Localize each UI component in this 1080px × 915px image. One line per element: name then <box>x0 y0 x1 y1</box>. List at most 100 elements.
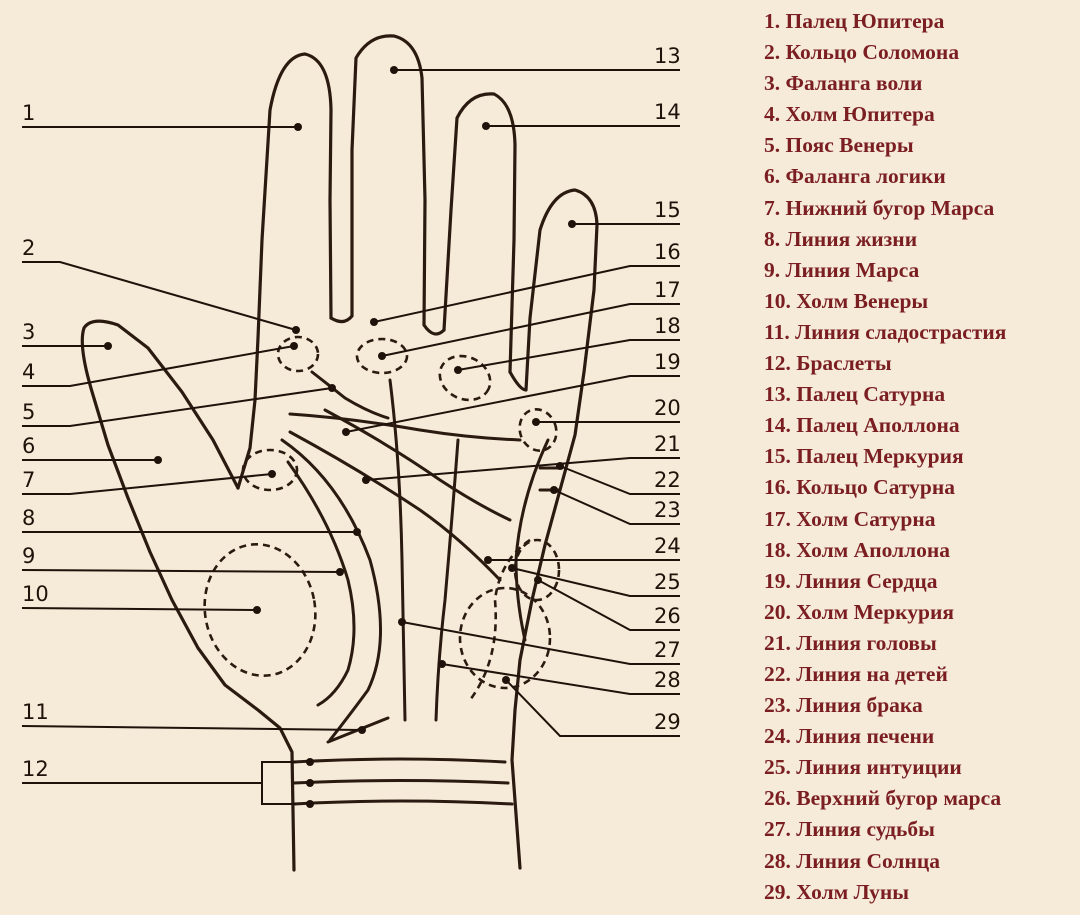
leader-9 <box>21 569 341 573</box>
heart-line <box>288 412 522 442</box>
legend-item: 1. Палец Юпитера <box>764 9 945 33</box>
mount-of-jupiter <box>276 335 320 373</box>
legend-item: 5. Пояс Венеры <box>764 133 914 158</box>
dot-28 <box>438 660 446 668</box>
callout-25: 25 <box>654 570 681 594</box>
intuition-line <box>514 438 550 642</box>
dot-14 <box>482 122 490 130</box>
legend-item: 21. Линия головы <box>764 630 937 655</box>
callout-3: 3 <box>22 320 35 344</box>
callout-13: 13 <box>654 44 681 68</box>
callout-2: 2 <box>22 236 35 260</box>
legend-item: 20. Холм Меркурия <box>764 599 954 624</box>
dot-22 <box>556 462 564 470</box>
dot-4 <box>290 342 298 350</box>
dot-9 <box>336 568 344 576</box>
dot-17 <box>378 352 386 360</box>
head-line <box>288 430 502 582</box>
legend-item: 10. Холм Венеры <box>764 288 929 313</box>
mount-of-mercury <box>518 408 558 452</box>
callout-26: 26 <box>654 604 681 628</box>
dot-1 <box>294 123 302 131</box>
callout-28: 28 <box>654 668 681 692</box>
legend-item: 27. Линия судьбы <box>764 817 935 842</box>
dot-20 <box>532 418 540 426</box>
callout-27: 27 <box>654 638 681 662</box>
dot-8 <box>353 528 361 536</box>
leader-11 <box>21 725 363 731</box>
dot-27 <box>398 618 406 626</box>
leader-25 <box>511 567 680 597</box>
legend-item: 29. Холм Луны <box>764 879 910 904</box>
legend-item: 7. Нижний бугор Марса <box>764 195 995 220</box>
dot-19 <box>342 428 350 436</box>
callout-11: 11 <box>22 700 49 724</box>
hand-outline <box>80 34 599 872</box>
little-finger-outline <box>508 188 599 870</box>
callout-4: 4 <box>22 360 35 384</box>
callout-20: 20 <box>654 396 681 420</box>
leader-4 <box>22 345 295 387</box>
legend-item: 9. Линия Марса <box>764 257 920 282</box>
callout-17: 17 <box>654 278 681 302</box>
callout-24: 24 <box>654 534 681 558</box>
leader-18 <box>457 339 680 371</box>
callout-19: 19 <box>654 350 681 374</box>
palm-diagram: 1 2 3 4 5 6 7 8 9 10 11 12 13 14 15 16 1… <box>21 34 681 872</box>
callout-5: 5 <box>22 400 35 424</box>
leader-5 <box>22 387 333 427</box>
leader-2 <box>22 261 297 331</box>
dot-12a <box>306 758 314 766</box>
dot-24 <box>484 556 492 564</box>
leader-19 <box>345 375 680 433</box>
ring-finger-outline <box>442 92 517 374</box>
dot-26 <box>534 576 542 584</box>
leader-10 <box>21 607 258 611</box>
leader-29 <box>505 679 680 737</box>
legend-item: 8. Линия жизни <box>764 226 918 251</box>
leader-21 <box>365 457 680 481</box>
legend-item: 12. Браслеты <box>764 351 892 376</box>
mount-of-apollo <box>438 354 492 402</box>
leader-26 <box>537 579 680 631</box>
upper-mars-mount <box>513 538 561 602</box>
callout-6: 6 <box>22 434 35 458</box>
girdle-of-venus <box>310 370 390 420</box>
dot-5 <box>328 384 336 392</box>
callout-7: 7 <box>22 468 35 492</box>
dot-18 <box>454 366 462 374</box>
dot-25 <box>508 564 516 572</box>
leader-28 <box>441 663 680 695</box>
legend-item: 18. Холм Аполлона <box>764 537 951 562</box>
legend-item: 23. Линия брака <box>764 693 923 718</box>
dot-2 <box>292 326 300 334</box>
dot-12b <box>306 779 314 787</box>
dot-21 <box>362 476 370 484</box>
leader-17 <box>381 303 680 357</box>
callout-29: 29 <box>654 710 681 734</box>
leader-23 <box>553 489 680 525</box>
legend-item: 4. Холм Юпитера <box>764 102 935 127</box>
index-finger-outline <box>236 52 333 490</box>
dot-12c <box>306 800 314 808</box>
legend-item: 17. Холм Сатурна <box>764 506 936 531</box>
dot-6 <box>154 456 162 464</box>
bracelet-1 <box>292 757 507 764</box>
dot-11 <box>358 726 366 734</box>
lower-mars-mount <box>241 448 299 492</box>
legend-item: 6. Фаланга логики <box>764 164 946 189</box>
legend-item: 11. Линия сладострастия <box>764 319 1007 344</box>
callout-8: 8 <box>22 506 35 530</box>
mount-of-venus <box>203 543 317 677</box>
leader-16 <box>373 265 680 323</box>
legend-item: 2. Кольцо Соломона <box>764 40 960 65</box>
legend-item: 28. Линия Солнца <box>764 848 941 873</box>
legend-item: 13. Палец Сатурна <box>764 382 946 407</box>
legend-item: 3. Фаланга воли <box>764 71 923 96</box>
liver-line <box>468 538 531 701</box>
legend-item: 25. Линия интуиции <box>764 755 962 780</box>
mounts <box>203 335 561 690</box>
legend-item: 15. Палец Меркурия <box>764 444 964 469</box>
leader-22 <box>559 465 680 495</box>
legend-item: 14. Палец Аполлона <box>764 413 960 438</box>
